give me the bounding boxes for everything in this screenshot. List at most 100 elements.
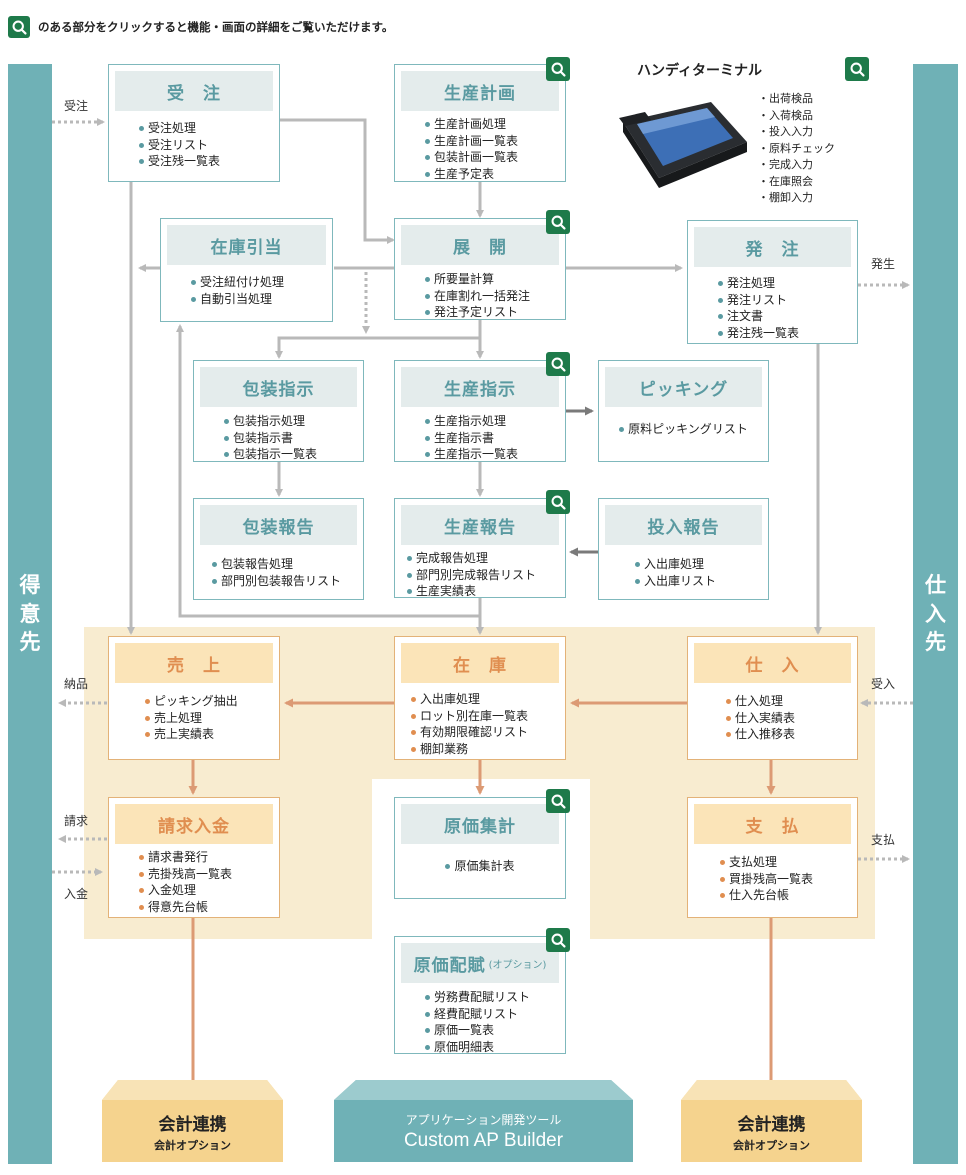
box-title: 支 払: [694, 804, 851, 844]
customer-char: 先: [19, 630, 41, 655]
label-receipt: 受入: [871, 677, 896, 691]
box-title: 売 上: [115, 643, 273, 683]
accounting-title: 会計連携: [158, 1115, 227, 1135]
box-cost-summary[interactable]: 原価集計 原価集計表: [394, 797, 566, 899]
box-title: 在 庫: [401, 643, 559, 683]
handy-item: 出荷検品: [758, 91, 835, 108]
handy-item: 原料チェック: [758, 141, 835, 158]
cost-allocation-detail-button[interactable]: [546, 928, 570, 952]
box-item: 受注処理: [139, 120, 273, 137]
supplier-sidebar: 仕入先: [913, 64, 958, 1164]
cost-allocation-title: 原価配賦: [413, 955, 486, 976]
option-note: (オプション): [488, 959, 547, 971]
handy-item: 在庫照会: [758, 174, 835, 191]
builder-sub: アプリケーション開発ツール: [405, 1113, 562, 1127]
box-title: 請求入金: [115, 804, 273, 844]
box-item: 受注紐付け処理: [191, 274, 326, 291]
box-purchase[interactable]: 仕 入 仕入処理仕入実績表仕入推移表: [687, 636, 858, 760]
box-title: 包装報告: [200, 505, 357, 545]
box-item: 生産実績表: [407, 583, 559, 600]
box-item: 有効期限確認リスト: [411, 724, 559, 741]
expansion-detail-button[interactable]: [546, 210, 570, 234]
hint-text: のある部分をクリックすると機能・画面の詳細をご覧いただけます。: [38, 20, 394, 34]
box-item: 入出庫処理: [411, 691, 559, 708]
box-item: 仕入処理: [726, 693, 851, 710]
box-item: 請求書発行: [139, 849, 273, 866]
box-production-instruction[interactable]: 生産指示 生産指示処理生産指示書生産指示一覧表: [394, 360, 566, 462]
box-title: 受 注: [115, 71, 273, 111]
box-item: 所要量計算: [425, 271, 559, 288]
box-title: 生産計画: [401, 71, 559, 111]
builder-title: Custom AP Builder: [403, 1130, 564, 1151]
box-item: 仕入推移表: [726, 726, 851, 743]
box-sales[interactable]: 売 上 ピッキング抽出売上処理売上実績表: [108, 636, 280, 760]
customer-sidebar: 得意先: [8, 64, 52, 1164]
box-item: 生産予定表: [425, 166, 559, 183]
box-item: 労務費配賦リスト: [425, 989, 559, 1006]
handy-terminal-image: [619, 102, 747, 188]
accounting-link-left[interactable]: 会計連携 会計オプション: [102, 1080, 283, 1162]
box-item: 包装報告処理: [212, 556, 357, 573]
box-purchase-order[interactable]: 発 注 発注処理発注リスト注文書発注残一覧表: [687, 220, 858, 344]
box-item: 仕入先台帳: [720, 887, 851, 904]
box-item: 生産計画一覧表: [425, 133, 559, 150]
accounting-title: 会計連携: [737, 1115, 806, 1135]
box-production-plan[interactable]: 生産計画 生産計画処理生産計画一覧表包装計画一覧表生産予定表: [394, 64, 566, 182]
box-production-report[interactable]: 生産報告 完成報告処理部門別完成報告リスト生産実績表: [394, 498, 566, 598]
box-item: 包装計画一覧表: [425, 149, 559, 166]
box-title: 展 開: [401, 225, 559, 265]
box-item: 発注残一覧表: [718, 325, 851, 342]
box-cost-allocation[interactable]: 原価配賦(オプション) 労務費配賦リスト経費配賦リスト原価一覧表原価明細表: [394, 936, 566, 1054]
production-plan-detail-button[interactable]: [546, 57, 570, 81]
box-title: ピッキング: [605, 367, 762, 407]
handy-item: 投入入力: [758, 124, 835, 141]
box-item: 生産計画処理: [425, 116, 559, 133]
box-item: 部門別包装報告リスト: [212, 573, 357, 590]
box-picking[interactable]: ピッキング 原料ピッキングリスト: [598, 360, 769, 462]
box-input-report[interactable]: 投入報告 入出庫処理入出庫リスト: [598, 498, 769, 600]
production-report-detail-button[interactable]: [546, 490, 570, 514]
box-item: 受注リスト: [139, 137, 273, 154]
box-item: 生産指示書: [425, 430, 559, 447]
box-item: 注文書: [718, 308, 851, 325]
box-payment[interactable]: 支 払 支払処理買掛残高一覧表仕入先台帳: [687, 797, 858, 918]
box-item: 自動引当処理: [191, 291, 326, 308]
custom-ap-builder[interactable]: アプリケーション開発ツール Custom AP Builder: [334, 1080, 633, 1162]
label-order-out: 発生: [871, 257, 896, 271]
production-instruction-detail-button[interactable]: [546, 352, 570, 376]
handy-title: ハンディターミナル: [637, 63, 763, 79]
supplier-char: 仕: [925, 573, 946, 598]
label-payment-out: 支払: [871, 833, 896, 847]
box-item: 発注処理: [718, 275, 851, 292]
box-order[interactable]: 受 注 受注処理受注リスト受注残一覧表: [108, 64, 280, 182]
box-item: 完成報告処理: [407, 550, 559, 567]
box-expansion[interactable]: 展 開 所要量計算在庫割れ一括発注発注予定リスト: [394, 218, 566, 320]
accounting-sub: 会計オプション: [154, 1139, 231, 1152]
box-item: 在庫割れ一括発注: [425, 288, 559, 305]
box-item: 売上実績表: [145, 726, 273, 743]
box-stock-allocation[interactable]: 在庫引当 受注紐付け処理自動引当処理: [160, 218, 333, 322]
box-item: 経費配賦リスト: [425, 1006, 559, 1023]
box-billing[interactable]: 請求入金 請求書発行売掛残高一覧表入金処理得意先台帳: [108, 797, 280, 918]
box-title: 発 注: [694, 227, 851, 267]
box-title: 生産指示: [401, 367, 559, 407]
supplier-char: 入: [925, 601, 946, 626]
box-packing-report[interactable]: 包装報告 包装報告処理部門別包装報告リスト: [193, 498, 364, 600]
box-title: 生産報告: [401, 505, 559, 545]
box-item: 包装指示処理: [224, 413, 357, 430]
label-invoice: 請求: [64, 814, 89, 828]
box-title: 仕 入: [694, 643, 851, 683]
accounting-link-right[interactable]: 会計連携 会計オプション: [681, 1080, 862, 1162]
cost-summary-detail-button[interactable]: [546, 789, 570, 813]
box-title: 投入報告: [605, 505, 762, 545]
handy-detail-button[interactable]: [845, 57, 869, 81]
box-item: ロット別在庫一覧表: [411, 708, 559, 725]
box-item: 生産指示一覧表: [425, 446, 559, 463]
box-packing-instruction[interactable]: 包装指示 包装指示処理包装指示書包装指示一覧表: [193, 360, 364, 462]
magnifier-icon: [8, 16, 30, 38]
box-item: 原価集計表: [445, 858, 515, 875]
label-payment-in: 入金: [64, 887, 89, 901]
box-title: 包装指示: [200, 367, 357, 407]
box-inventory[interactable]: 在 庫 入出庫処理ロット別在庫一覧表有効期限確認リスト棚卸業務: [394, 636, 566, 760]
